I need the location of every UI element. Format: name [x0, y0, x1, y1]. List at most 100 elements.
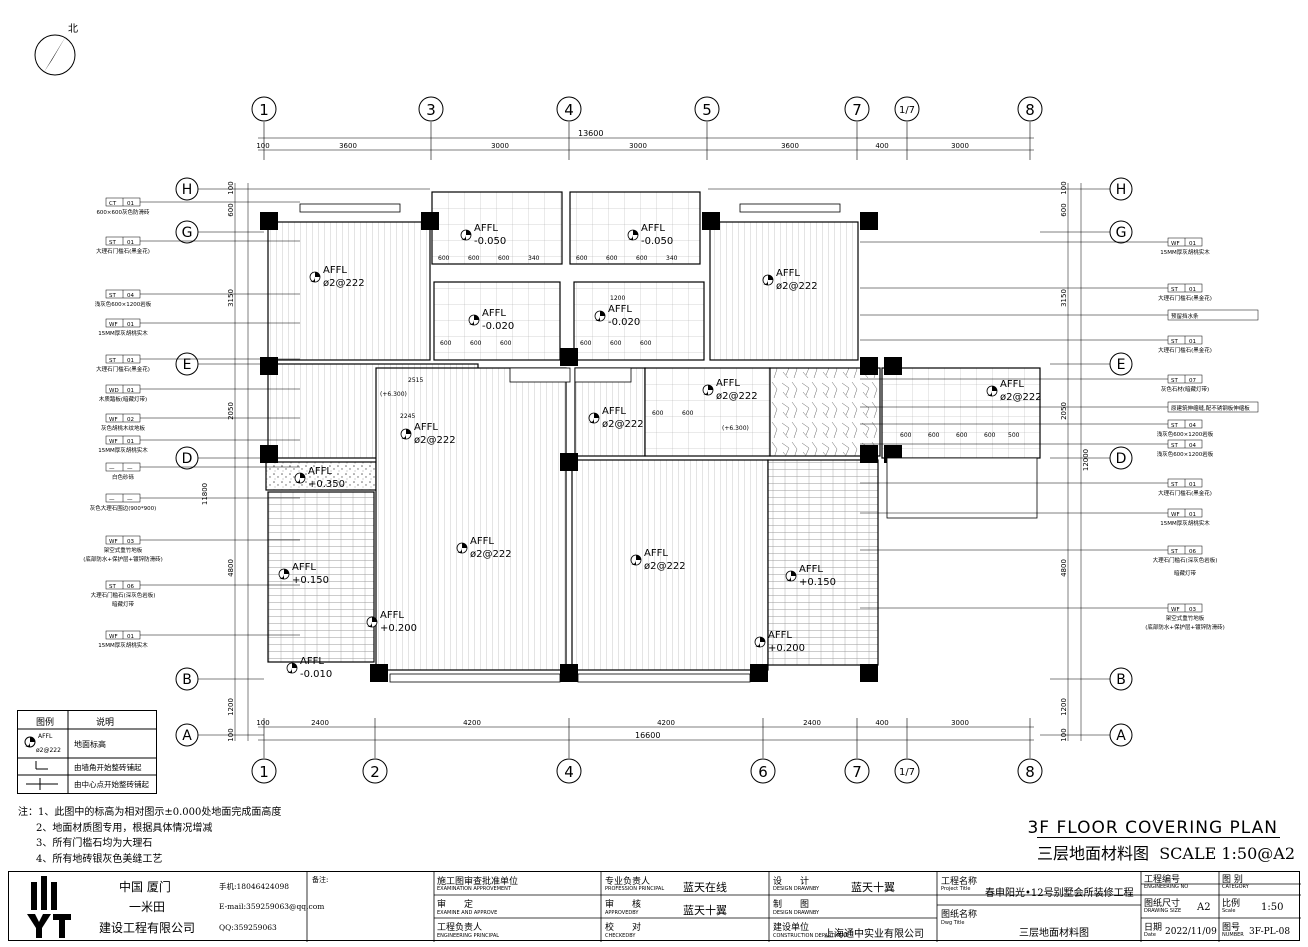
tag-num: 01 — [1189, 241, 1196, 247]
svg-text:600: 600 — [498, 255, 510, 262]
svg-text:8: 8 — [1025, 763, 1035, 781]
svg-text:600: 600 — [227, 203, 235, 216]
level-value: ø2@222 — [644, 561, 686, 572]
level-label: AFFL — [380, 610, 404, 621]
svg-text:2400: 2400 — [311, 719, 329, 727]
tag-desc: 大理石门槛石(黑金花) — [1158, 294, 1212, 302]
svg-text:3600: 3600 — [781, 142, 799, 150]
company-line3: 建设工程有限公司 — [99, 921, 196, 935]
level-marker: AFFL-0.050 — [460, 223, 506, 247]
svg-text:600: 600 — [470, 340, 482, 347]
tag-desc: 15MM厚灰胡桃实木 — [1160, 519, 1210, 527]
tag-num: 01 — [127, 201, 134, 207]
level-value: ø2@222 — [414, 435, 456, 446]
level-value: -0.050 — [641, 236, 673, 247]
level-value: +0.200 — [768, 643, 805, 654]
legend-row1-desc: 地面标高 — [74, 740, 106, 749]
tag-desc: 大理石门槛石(黑金花) — [96, 247, 150, 255]
svg-text:600: 600 — [652, 410, 664, 417]
tag-num: 06 — [127, 584, 134, 590]
title-block: 中国 厦门 一米田 建设工程有限公司 手机:18046424098 E-mail… — [8, 871, 1301, 942]
tag-code: WF — [109, 439, 118, 445]
level-label: AFFL — [644, 548, 668, 559]
svg-text:500: 500 — [1008, 432, 1020, 439]
draw-en: DESIGN DRAWNBY — [773, 910, 820, 916]
tag-code: WF — [1171, 607, 1180, 613]
tag-code: WF — [109, 417, 118, 423]
company-logo-icon — [27, 876, 71, 938]
level-marker: AFFL-0.020 — [468, 308, 514, 332]
tag-num: 01 — [127, 439, 134, 445]
eng-head-en: ENGINEERING PRINCIPAL — [437, 933, 500, 939]
legend-row3-desc: 由中心点开始整砖铺起 — [74, 780, 149, 789]
drawing-title-en: 3F FLOOR COVERING PLAN — [1027, 818, 1278, 838]
svg-text:600: 600 — [576, 255, 588, 262]
drawing-no-en: NUMBER — [1222, 932, 1244, 938]
svg-text:13600: 13600 — [578, 129, 603, 138]
svg-text:600: 600 — [928, 432, 940, 439]
company-qq: QQ:359259063 — [219, 923, 277, 932]
svg-text:G: G — [1116, 225, 1127, 241]
tag-code: ST — [1171, 549, 1178, 555]
drawing-scale: SCALE 1:50@A2 — [1159, 844, 1295, 863]
svg-text:1/7: 1/7 — [899, 105, 915, 116]
tag-desc: 大理石门槛石(深灰色岩板) — [1153, 556, 1218, 564]
tag-num: 06 — [1189, 549, 1196, 555]
tag-desc: 灰色石材(暗藏灯带) — [1161, 385, 1209, 393]
note-line: 注：1、此图中的标高为相对图示±0.000处地面完成面高度 — [18, 807, 282, 818]
tag-code: ST — [1171, 482, 1178, 488]
svg-text:4: 4 — [564, 101, 574, 119]
tag-code: — — [109, 466, 115, 472]
note-line: 3、所有门槛石均为大理石 — [36, 838, 153, 849]
drawing-no-value: 3F-PL-08 — [1249, 927, 1291, 937]
scale-en: Scale — [1222, 908, 1236, 914]
svg-text:600: 600 — [438, 255, 450, 262]
svg-text:600: 600 — [682, 410, 694, 417]
material-tag: 原建筑伸缩缝,配不锈钢板伸缩板 — [860, 401, 1259, 413]
grid-axis-top: 1 3 4 5 7 1/7 8 — [251, 96, 1043, 122]
date-value: 2022/11/09 — [1165, 927, 1217, 937]
svg-text:2245: 2245 — [400, 413, 415, 420]
tag-num: 01 — [127, 322, 134, 328]
tag-desc: 架空式重竹地板 — [1166, 614, 1205, 622]
tag-desc: 灰色胡桃木纹地板 — [101, 424, 146, 432]
svg-text:100: 100 — [256, 142, 269, 150]
svg-text:H: H — [1116, 182, 1127, 198]
svg-text:A: A — [182, 728, 192, 744]
svg-text:600: 600 — [580, 340, 592, 347]
tag-code: — — [109, 497, 115, 503]
note-line: 4、所有地砖银灰色美缝工艺 — [36, 853, 163, 865]
svg-text:600: 600 — [1060, 203, 1068, 216]
svg-text:A: A — [1116, 728, 1126, 744]
category-label: 图 别 — [1222, 875, 1243, 885]
tag-desc: 大理石门槛石(黑金花) — [1158, 489, 1212, 497]
floor-plan: 北 1 3 4 5 7 1/7 8 13600 100 3600 3000 30… — [34, 23, 1259, 784]
svg-text:E: E — [183, 357, 192, 373]
svg-text:B: B — [1116, 672, 1126, 688]
level-marker: AFFL-0.020 — [594, 304, 640, 328]
approval-unit-label: 施工图审查批准单位 — [437, 877, 519, 887]
tag-desc: 预留挡水条 — [1171, 312, 1199, 320]
level-value: ø2@222 — [776, 281, 818, 292]
svg-text:4200: 4200 — [463, 719, 481, 727]
tag-desc: 600×600灰色防滑砖 — [96, 208, 150, 216]
date-label: 日期 — [1144, 923, 1163, 933]
tag-desc: 浅灰色600×1200岩板 — [1157, 450, 1214, 458]
drawing-title-cn: 三层地面材料图 SCALE 1:50@A2 — [1037, 844, 1295, 863]
svg-text:3000: 3000 — [491, 142, 509, 150]
svg-text:12000: 12000 — [1082, 449, 1090, 471]
level-marker: AFFL ø2@222 — [630, 548, 686, 572]
tag-desc: 15MM厚灰胡桃实木 — [1160, 248, 1210, 256]
tag-code: WD — [109, 388, 119, 394]
tag-code: CT — [109, 201, 117, 207]
tag-code: WF — [109, 322, 118, 328]
